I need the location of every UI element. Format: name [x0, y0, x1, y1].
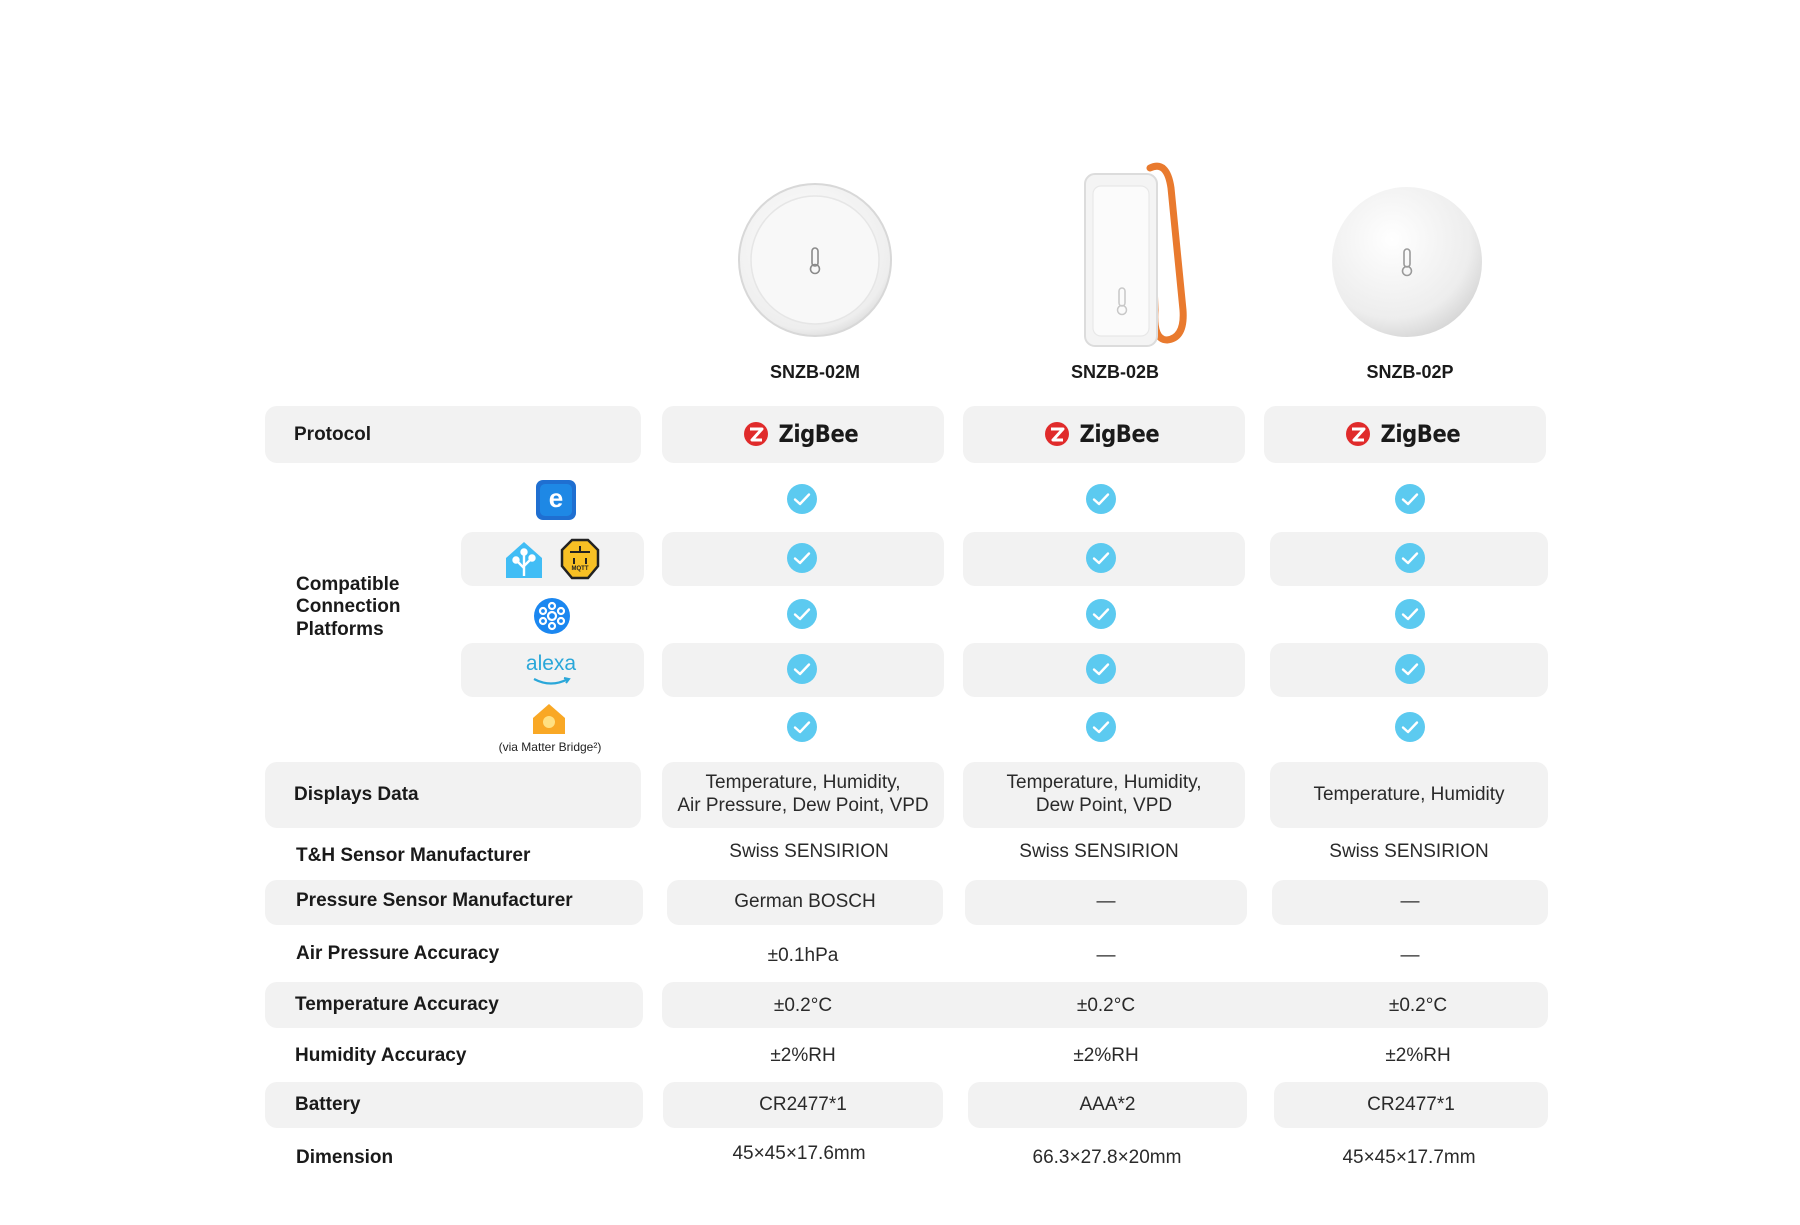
- dome-sensor-image: [1332, 187, 1482, 337]
- supported-check-icon: [1086, 712, 1116, 747]
- product-image-snzb-02p: [1330, 185, 1485, 340]
- row-label-pressure-sensor: Pressure Sensor Manufacturer: [296, 890, 573, 911]
- thermometer-icon: [809, 247, 821, 275]
- spec-cell: ±0.1hPa: [767, 944, 839, 966]
- spec-cell: —: [965, 880, 1247, 925]
- zigbee-logo: ZigBee: [743, 420, 864, 449]
- zigbee-icon: [1345, 422, 1370, 447]
- row-label-dimension: Dimension: [296, 1147, 394, 1168]
- spec-cell: Temperature, Humidity: [1270, 762, 1548, 828]
- row-label-displays-data: Displays Data: [294, 784, 419, 805]
- spec-cell: Swiss SENSIRION: [1019, 840, 1179, 862]
- zigbee-icon: [743, 422, 768, 447]
- spec-cell: ±2%RH: [1385, 1044, 1451, 1066]
- spec-cell: Temperature, Humidity, Dew Point, VPD: [963, 762, 1245, 828]
- spec-cell: Swiss SENSIRION: [729, 840, 889, 862]
- supported-check-icon: [1395, 543, 1425, 578]
- supported-check-icon: [1086, 599, 1116, 634]
- row-values-band: [662, 982, 1548, 1028]
- matter-bridge-note: (via Matter Bridge²): [498, 740, 602, 754]
- row-label-band: [265, 880, 643, 925]
- spec-cell: ±2%RH: [1073, 1044, 1139, 1066]
- supported-check-icon: [787, 543, 817, 578]
- supported-check-icon: [787, 712, 817, 747]
- google-home-icon: [531, 702, 567, 736]
- product-name: SNZB-02B: [1070, 362, 1159, 382]
- row-label-band: [265, 762, 641, 828]
- smartthings-icon: [533, 597, 571, 635]
- round-sensor-image: [738, 183, 892, 337]
- supported-check-icon: [1086, 543, 1116, 578]
- zigbee-logo: ZigBee: [1345, 420, 1466, 449]
- supported-check-icon: [1395, 599, 1425, 634]
- spec-cell: ±0.2°C: [1076, 994, 1136, 1016]
- row-label-band: [265, 982, 643, 1028]
- spec-cell: ±0.2°C: [773, 994, 833, 1016]
- supported-check-icon: [1086, 484, 1116, 519]
- zigbee-logo: ZigBee: [1044, 420, 1165, 449]
- row-label-temperature-accuracy: Temperature Accuracy: [295, 994, 499, 1015]
- spec-cell: Swiss SENSIRION: [1329, 840, 1489, 862]
- spec-cell: CR2477*1: [663, 1082, 943, 1128]
- row-label-th-sensor: T&H Sensor Manufacturer: [296, 845, 531, 866]
- thermometer-icon: [1401, 248, 1413, 277]
- protocol-label-band: [265, 406, 641, 463]
- supported-check-icon: [1395, 712, 1425, 747]
- compat-band: [461, 532, 644, 586]
- row-label-battery: Battery: [295, 1094, 361, 1115]
- compat-band: [461, 643, 644, 697]
- protocol-cell: ZigBee: [963, 406, 1245, 463]
- supported-check-icon: [1395, 484, 1425, 519]
- spec-cell: —: [1272, 880, 1548, 925]
- supported-check-icon: [787, 599, 817, 634]
- product-image-snzb-02b: [1075, 160, 1205, 350]
- supported-check-icon: [1395, 654, 1425, 689]
- thermometer-icon: [1116, 287, 1128, 316]
- supported-check-icon: [1086, 654, 1116, 689]
- spec-cell: 66.3×27.8×20mm: [1032, 1146, 1182, 1168]
- product-name: SNZB-02M: [769, 362, 860, 382]
- spec-cell: German BOSCH: [667, 880, 943, 925]
- alexa-icon: alexa: [516, 650, 586, 690]
- protocol-cell: ZigBee: [1264, 406, 1546, 463]
- spec-cell: —: [1096, 944, 1116, 966]
- spec-cell: ±0.2°C: [1388, 994, 1448, 1016]
- supported-check-icon: [787, 484, 817, 519]
- spec-cell: CR2477*1: [1274, 1082, 1548, 1128]
- supported-check-icon: [787, 654, 817, 689]
- ewelink-icon: e: [536, 480, 576, 520]
- row-label-protocol: Protocol: [294, 423, 372, 445]
- spec-cell: 45×45×17.7mm: [1342, 1146, 1476, 1168]
- row-label-air-pressure-accuracy: Air Pressure Accuracy: [296, 943, 500, 964]
- product-image-snzb-02m: [735, 180, 895, 340]
- compat-title: Compatible Connection Platforms: [296, 574, 401, 640]
- product-name: SNZB-02P: [1366, 362, 1454, 382]
- spec-cell: AAA*2: [968, 1082, 1247, 1128]
- spec-cell: —: [1400, 944, 1420, 966]
- row-label-humidity-accuracy: Humidity Accuracy: [295, 1045, 467, 1066]
- protocol-cell: ZigBee: [662, 406, 944, 463]
- rectangular-sensor-image: [1084, 162, 1187, 347]
- spec-cell: Temperature, Humidity, Air Pressure, Dew…: [662, 762, 944, 828]
- mqtt-icon: MQTT: [560, 538, 600, 580]
- row-label-band: [265, 1082, 643, 1128]
- spec-cell: 45×45×17.6mm: [732, 1142, 866, 1164]
- home-assistant-icon: [504, 540, 544, 580]
- zigbee-icon: [1044, 422, 1069, 447]
- spec-cell: ±2%RH: [770, 1044, 836, 1066]
